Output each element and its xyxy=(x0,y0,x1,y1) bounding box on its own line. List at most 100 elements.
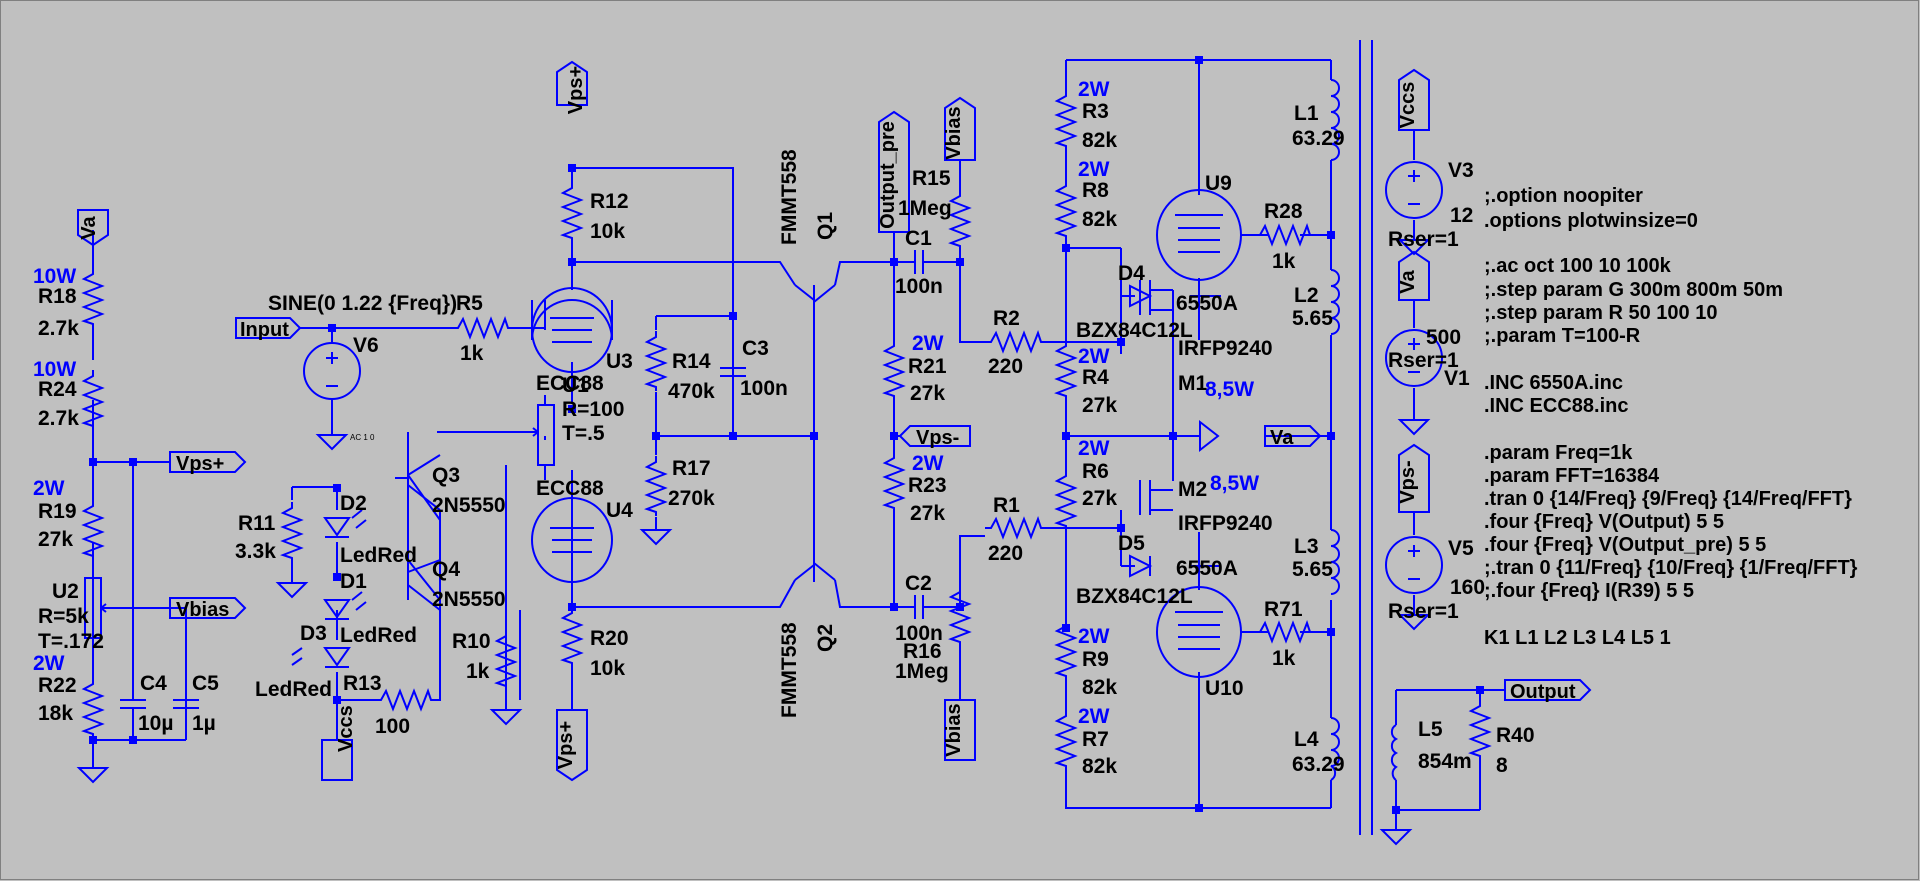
transistor-q4[interactable] xyxy=(407,559,441,611)
r6-value: 27k xyxy=(1082,487,1117,510)
voltage-source-v1[interactable] xyxy=(1385,329,1443,387)
transistor-q3[interactable] xyxy=(407,454,441,511)
q3-value: 2N5550 xyxy=(432,494,506,517)
transistor-q1[interactable] xyxy=(794,284,836,320)
resistor-r1[interactable] xyxy=(984,518,1046,538)
net-flag-output[interactable]: Output xyxy=(1504,679,1592,703)
directive-line: .four {Freq} V(Output_pre) 5 5 xyxy=(1484,534,1766,556)
tube-u9[interactable] xyxy=(1156,189,1242,281)
r24-power: 10W xyxy=(33,358,76,381)
potentiometer-u2[interactable] xyxy=(84,577,112,639)
led-d1[interactable] xyxy=(323,591,367,620)
directive-line: .param FFT=16384 xyxy=(1484,465,1660,487)
inductor-l2[interactable] xyxy=(1330,269,1340,335)
resistor-r6[interactable] xyxy=(1056,469,1076,531)
resistor-r15[interactable] xyxy=(950,189,970,251)
q1-value: FMMT558 xyxy=(778,149,801,245)
capacitor-c4[interactable] xyxy=(120,690,146,740)
resistor-r14[interactable] xyxy=(646,330,666,392)
directive-line: ;.step param R 50 100 10 xyxy=(1484,302,1717,324)
mosfet-m2[interactable] xyxy=(1139,480,1173,515)
resistor-r23[interactable] xyxy=(884,451,904,513)
inductor-l1[interactable] xyxy=(1330,79,1340,161)
zener-d4[interactable] xyxy=(1121,284,1153,308)
resistor-r12[interactable] xyxy=(562,181,582,243)
capacitor-c2[interactable] xyxy=(914,595,935,619)
net-flag-vccs-left[interactable]: Vccs xyxy=(321,705,357,781)
net-flag-vccs-right[interactable]: Vccs xyxy=(1397,68,1430,131)
tube-u10[interactable] xyxy=(1156,586,1242,678)
directive-line: ;.tran 0 {11/Freq} {10/Freq} {1/Freq/FFT… xyxy=(1484,557,1858,579)
capacitor-c1[interactable] xyxy=(914,250,935,274)
spice-directives[interactable]: ;.option noopiter .options plotwinsize=0… xyxy=(1484,185,1858,649)
svg-text:Input: Input xyxy=(240,319,289,341)
r40-name: R40 xyxy=(1496,724,1535,747)
r1-value: 220 xyxy=(988,542,1023,565)
resistor-r5[interactable] xyxy=(451,318,513,338)
resistor-r21[interactable] xyxy=(884,339,904,401)
resistor-r20[interactable] xyxy=(562,606,582,668)
net-flag-vps-plus-top[interactable]: Vps+ xyxy=(556,60,588,114)
zener-d5[interactable] xyxy=(1121,554,1153,578)
net-flag-vps-minus-mid[interactable]: Vps- xyxy=(898,425,971,449)
resistor-r40[interactable] xyxy=(1470,699,1490,761)
r10-name: R10 xyxy=(452,630,491,653)
resistor-r2[interactable] xyxy=(984,332,1046,352)
voltage-source-v6[interactable] xyxy=(303,342,361,400)
resistor-r22[interactable] xyxy=(83,677,103,739)
directive-line: .options plotwinsize=0 xyxy=(1484,210,1698,232)
resistor-r17[interactable] xyxy=(646,455,666,517)
net-flag-va-left[interactable]: Va xyxy=(77,209,109,247)
v6-value: SINE(0 1.22 {Freq}) xyxy=(268,292,457,315)
r24-name: R24 xyxy=(38,378,77,401)
net-flag-vps-minus-right[interactable]: Vps- xyxy=(1397,443,1430,513)
m1-value: IRFP9240 xyxy=(1178,337,1273,360)
svg-text:Vps-: Vps- xyxy=(1397,460,1419,503)
resistor-r18[interactable] xyxy=(83,267,103,329)
inductor-l4[interactable] xyxy=(1327,717,1340,781)
r18-power: 10W xyxy=(33,265,76,288)
r15-name: R15 xyxy=(912,167,951,190)
net-flag-output-pre[interactable]: Output_pre xyxy=(877,110,910,233)
net-flag-vbias-top[interactable]: Vbias xyxy=(943,96,976,161)
capacitor-c3[interactable] xyxy=(720,360,746,390)
net-flag-vbias-left[interactable]: Vbias xyxy=(169,597,247,621)
resistor-r8[interactable] xyxy=(1056,179,1076,241)
capacitor-c5[interactable] xyxy=(173,690,199,740)
net-flag-vps-plus-left[interactable]: Vps+ xyxy=(169,451,247,475)
resistor-r11[interactable] xyxy=(282,501,302,563)
r19-power: 2W xyxy=(33,477,65,500)
net-flag-input[interactable]: Input xyxy=(235,317,302,341)
v3-name: V3 xyxy=(1448,159,1474,182)
voltage-source-v5[interactable] xyxy=(1385,536,1443,594)
resistor-r13[interactable] xyxy=(374,690,436,710)
resistor-r3[interactable] xyxy=(1056,89,1076,151)
led-d3[interactable] xyxy=(291,647,351,668)
r7-power: 2W xyxy=(1078,705,1110,728)
transistor-q2[interactable] xyxy=(794,548,836,582)
resistor-r7[interactable] xyxy=(1056,709,1076,771)
resistor-r4[interactable] xyxy=(1056,339,1076,401)
d4-name: D4 xyxy=(1118,262,1145,285)
voltage-source-v3[interactable] xyxy=(1385,161,1443,219)
r6-name: R6 xyxy=(1082,460,1109,483)
q3-name: Q3 xyxy=(432,464,460,487)
tube-u3[interactable] xyxy=(531,287,613,373)
v6-name: V6 xyxy=(353,334,379,357)
net-flag-vps-plus-bottom[interactable]: Vps+ xyxy=(555,709,588,782)
mosfet-m1[interactable] xyxy=(1139,280,1174,436)
u1-r: R=100 xyxy=(562,398,624,421)
net-flag-vbias-bottom[interactable]: Vbias xyxy=(943,699,976,761)
net-flag-va-right[interactable]: Va xyxy=(1397,250,1430,301)
net-flag-va-mid[interactable]: Va xyxy=(1264,425,1322,449)
inductor-l5[interactable] xyxy=(1390,724,1399,781)
ground-symbol xyxy=(275,582,309,599)
led-d2[interactable] xyxy=(323,509,367,538)
tube-u4[interactable] xyxy=(531,497,613,583)
r9-value: 82k xyxy=(1082,676,1117,699)
potentiometer-u1[interactable] xyxy=(526,395,555,480)
inductor-l3[interactable] xyxy=(1330,529,1340,595)
u2-r: R=5k xyxy=(38,605,89,628)
q4-value: 2N5550 xyxy=(432,588,506,611)
